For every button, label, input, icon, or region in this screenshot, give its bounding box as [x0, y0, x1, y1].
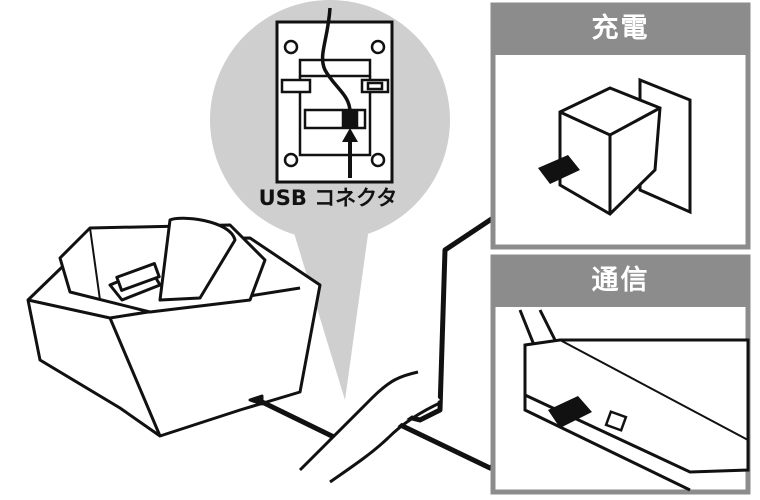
- charge-panel-title: 充電: [493, 5, 748, 52]
- comm-panel-title: 通信: [493, 257, 748, 304]
- usb-connector-label: USB コネクタ: [258, 186, 398, 210]
- connector-arrow: [342, 128, 358, 178]
- charging-cradle: [26, 216, 322, 438]
- cable-break: [298, 370, 443, 484]
- cradle-underside-view: [275, 20, 394, 184]
